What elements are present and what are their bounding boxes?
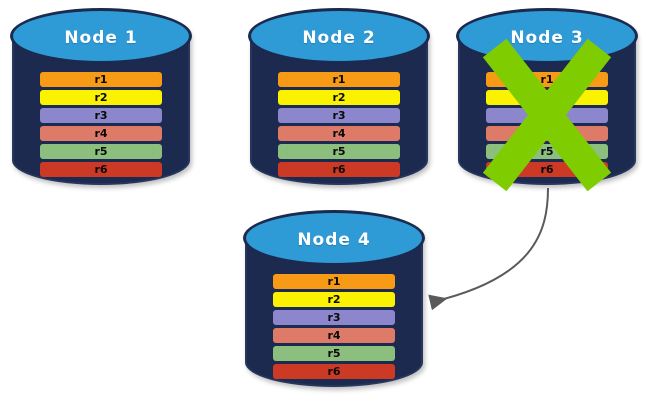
record-stripe[interactable]: r3 [278, 108, 400, 123]
record-stripe[interactable]: r6 [486, 162, 608, 177]
record-stripe[interactable]: r4 [278, 126, 400, 141]
record-stripe-list: r1 r2 r3 r4 r5 r6 [458, 10, 636, 185]
cylinder-top-disc [248, 8, 430, 64]
record-stripe[interactable]: r4 [486, 126, 608, 141]
record-stripe[interactable]: r2 [278, 90, 400, 105]
node-cylinder-2[interactable]: Node 2 r1 r2 r3 r4 r5 r6 [248, 8, 430, 185]
record-stripe[interactable]: r2 [273, 292, 395, 307]
node-cylinder-4[interactable]: Node 4 r1 r2 r3 r4 r5 r6 [243, 210, 425, 387]
record-stripe[interactable]: r6 [40, 162, 162, 177]
node-cylinder-1[interactable]: Node 1 r1 r2 r3 r4 r5 r6 [10, 8, 192, 185]
cylinder-top-disc [10, 8, 192, 64]
record-stripe[interactable]: r3 [486, 108, 608, 123]
record-stripe[interactable]: r2 [40, 90, 162, 105]
record-stripe[interactable]: r5 [40, 144, 162, 159]
record-stripe[interactable]: r4 [40, 126, 162, 141]
record-stripe[interactable]: r4 [273, 328, 395, 343]
record-stripe[interactable]: r2 [486, 90, 608, 105]
record-stripe[interactable]: r6 [278, 162, 400, 177]
record-stripe[interactable]: r3 [273, 310, 395, 325]
arrow-path [428, 187, 549, 311]
record-stripe[interactable]: r6 [273, 364, 395, 379]
record-stripe[interactable]: r5 [278, 144, 400, 159]
record-stripe[interactable]: r1 [486, 72, 608, 87]
record-stripe[interactable]: r3 [40, 108, 162, 123]
record-stripe[interactable]: r5 [486, 144, 608, 159]
record-stripe[interactable]: r5 [273, 346, 395, 361]
record-stripe[interactable]: r1 [278, 72, 400, 87]
record-stripe-list: r1 r2 r3 r4 r5 r6 [12, 10, 190, 185]
node-cylinder-3[interactable]: Node 3 r1 r2 r3 r4 r5 r6 [456, 8, 638, 192]
record-stripe-list: r1 r2 r3 r4 r5 r6 [250, 10, 428, 185]
record-stripe[interactable]: r1 [273, 274, 395, 289]
cylinder-top-disc [243, 210, 425, 266]
record-stripe-list: r1 r2 r3 r4 r5 r6 [245, 212, 423, 387]
record-stripe[interactable]: r1 [40, 72, 162, 87]
